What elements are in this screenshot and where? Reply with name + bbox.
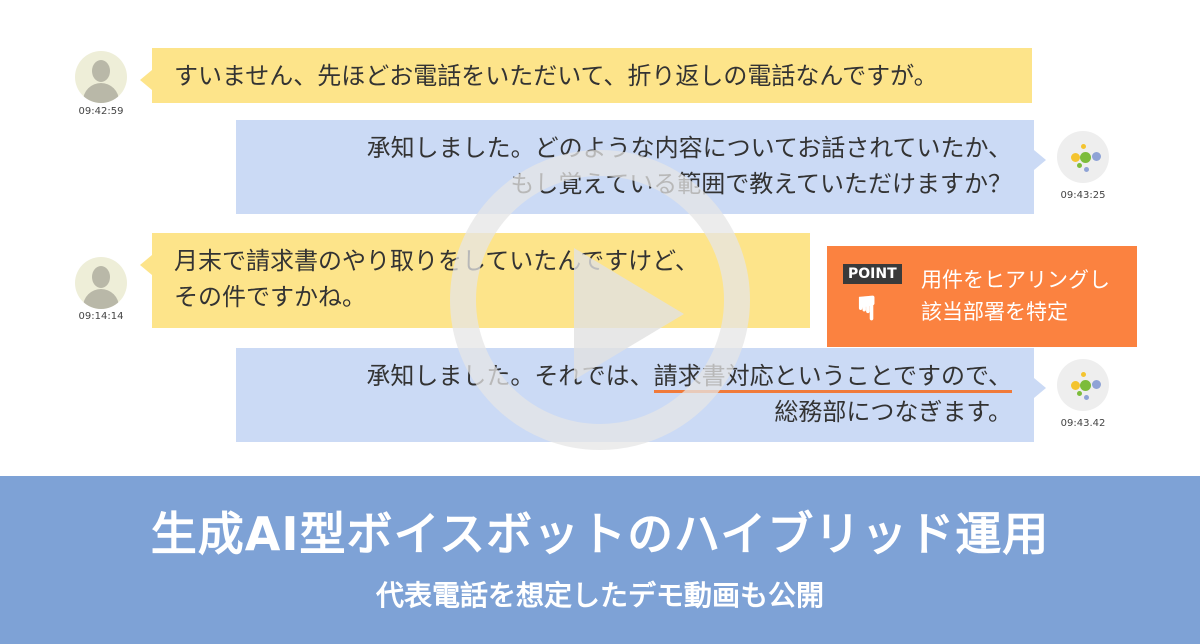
point-line: 用件をヒアリングし [921, 268, 1110, 292]
timestamp: 09:42:59 [78, 106, 124, 117]
timestamp: 09:43:25 [1060, 190, 1106, 201]
bot-logo-icon [1057, 359, 1109, 411]
timestamp: 09:14:14 [78, 311, 124, 322]
banner-title: 生成AI型ボイスボットのハイブリッド運用 [150, 507, 1050, 561]
play-icon [574, 248, 684, 380]
pointing-hand-icon: ☛ [846, 292, 887, 324]
message-line: その件ですかね。 [174, 283, 366, 311]
play-button[interactable] [450, 150, 750, 450]
caller-avatar [75, 257, 127, 309]
message-line: 総務部につなぎます。 [774, 398, 1012, 426]
caller-message: すいません、先ほどお電話をいただいて、折り返しの電話なんですが。 [140, 48, 1032, 103]
timestamp: 09:43.42 [1060, 418, 1106, 429]
title-banner: 生成AI型ボイスボットのハイブリッド運用 代表電話を想定したデモ動画も公開 [0, 476, 1200, 644]
point-callout: POINT ☛ 用件をヒアリングし該当部署を特定 [827, 246, 1137, 347]
message-text: すいません、先ほどお電話をいただいて、折り返しの電話なんですが。 [174, 62, 938, 90]
caller-avatar [75, 51, 127, 103]
bot-logo-icon [1057, 131, 1109, 183]
banner-subtitle: 代表電話を想定したデモ動画も公開 [375, 579, 824, 612]
point-line: 該当部署を特定 [921, 300, 1068, 324]
message-line: 承知しました。どのような内容についてお話されていたか、 [366, 134, 1012, 162]
point-tag: POINT [843, 264, 902, 284]
